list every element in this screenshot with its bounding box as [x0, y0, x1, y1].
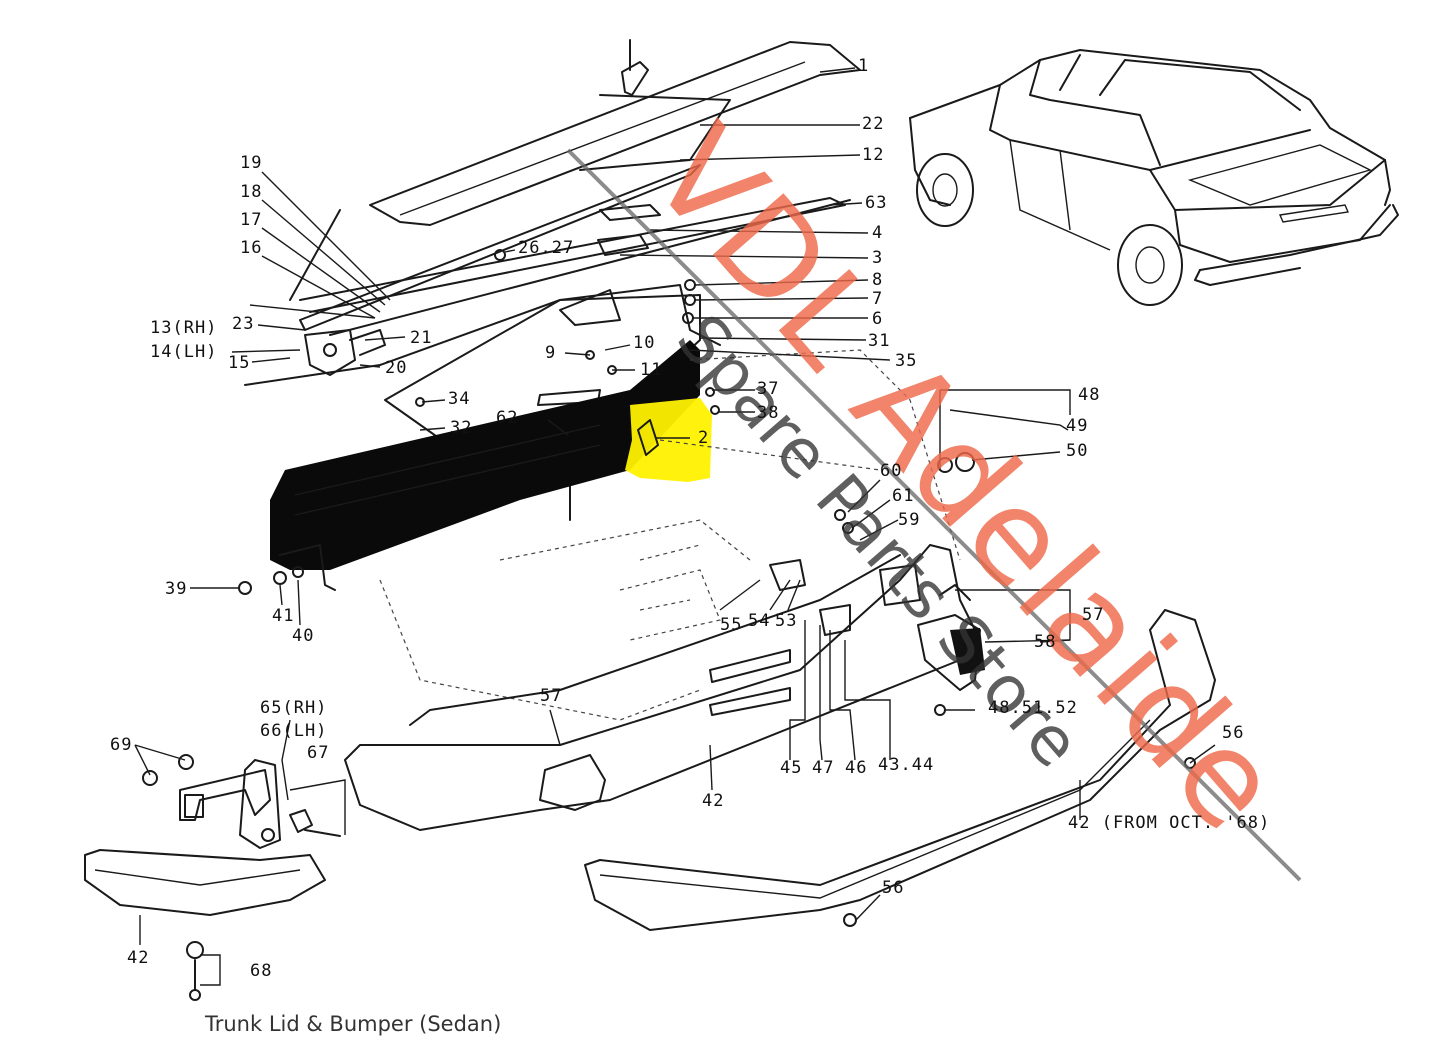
- part-label-59: 59: [898, 510, 921, 530]
- part-label-16: 16: [240, 238, 263, 258]
- left-bracket-and-corner: [84, 754, 341, 1001]
- part-label-1: 1: [858, 56, 870, 76]
- part-label-42-from-oct-68: 42 (FROM OCT. '68): [1068, 813, 1271, 833]
- part-label-58: 58: [1034, 632, 1057, 652]
- part-label-50: 50: [1066, 441, 1089, 461]
- part-label-13-rh: 13(RH): [150, 318, 218, 338]
- part-label-14-lh: 14(LH): [150, 342, 218, 362]
- part-label-19: 19: [240, 153, 263, 173]
- part-label-63: 63: [865, 193, 888, 213]
- part-label-41: 41: [272, 606, 295, 626]
- part-label-60: 60: [880, 461, 903, 481]
- part-label-56-right: 56: [1222, 723, 1245, 743]
- part-label-47: 47: [812, 758, 835, 778]
- part-label-4: 4: [872, 223, 884, 243]
- part-label-21: 21: [410, 328, 433, 348]
- part-label-56-bottom: 56: [882, 878, 905, 898]
- rear-panel-black: [270, 340, 700, 591]
- part-label-17: 17: [240, 210, 263, 230]
- part-label-45: 45: [780, 758, 803, 778]
- part-label-69: 69: [110, 735, 133, 755]
- part-label-39: 39: [165, 579, 188, 599]
- part-label-9: 9: [545, 343, 557, 363]
- part-label-31: 31: [868, 331, 891, 351]
- part-label-18: 18: [240, 182, 263, 202]
- part-label-55: 55: [720, 615, 743, 635]
- part-label-20: 20: [385, 358, 408, 378]
- part-label-8: 8: [872, 270, 884, 290]
- part-label-10: 10: [633, 333, 656, 353]
- part-label-6: 6: [872, 309, 884, 329]
- part-label-26-27: 26.27: [518, 238, 575, 258]
- highlighted-part-2: [625, 398, 712, 482]
- rear-bumper-assembly: [344, 452, 985, 831]
- part-label-15: 15: [228, 353, 251, 373]
- part-label-40: 40: [292, 626, 315, 646]
- part-label-35: 35: [895, 351, 918, 371]
- diagram-caption: Trunk Lid & Bumper (Sedan): [205, 1012, 502, 1036]
- part-label-48: 48: [1078, 385, 1101, 405]
- part-label-37: 37: [757, 379, 780, 399]
- part-label-7: 7: [872, 289, 884, 309]
- part-label-57-right: 57: [1082, 605, 1105, 625]
- part-label-12: 12: [862, 145, 885, 165]
- watermark-line: [566, 148, 1302, 882]
- part-label-11: 11: [640, 360, 663, 380]
- part-label-2: 2: [698, 428, 710, 448]
- part-label-57-left: 57: [540, 686, 563, 706]
- part-label-32: 32: [450, 418, 473, 438]
- part-label-54: 54: [748, 611, 771, 631]
- part-label-46: 46: [845, 758, 868, 778]
- part-label-42-center: 42: [702, 791, 725, 811]
- part-label-43-44: 43.44: [878, 755, 935, 775]
- sedan-car-illustration: [909, 49, 1399, 306]
- part-label-53: 53: [775, 611, 798, 631]
- part-label-62: 62: [496, 408, 519, 428]
- part-label-3: 3: [872, 248, 884, 268]
- part-label-61: 61: [892, 486, 915, 506]
- part-label-22: 22: [862, 114, 885, 134]
- rear-body-outline: [379, 349, 961, 721]
- part-label-38: 38: [757, 403, 780, 423]
- part-label-34: 34: [448, 389, 471, 409]
- part-label-67: 67: [307, 743, 330, 763]
- part-label-49: 49: [1066, 416, 1089, 436]
- part-label-23: 23: [232, 314, 255, 334]
- lower-bumper-from-oct-68: [584, 609, 1216, 931]
- trunk-lid-assembly: [244, 39, 861, 521]
- part-label-66-lh: 66(LH): [260, 721, 328, 741]
- leader-lines: [134, 67, 1216, 986]
- part-label-65-rh: 65(RH): [260, 698, 328, 718]
- part-label-42-left: 42: [127, 948, 150, 968]
- fasteners: [238, 249, 1196, 927]
- part-label-48-51-52: 48.51.52: [988, 698, 1078, 718]
- part-label-68: 68: [250, 961, 273, 981]
